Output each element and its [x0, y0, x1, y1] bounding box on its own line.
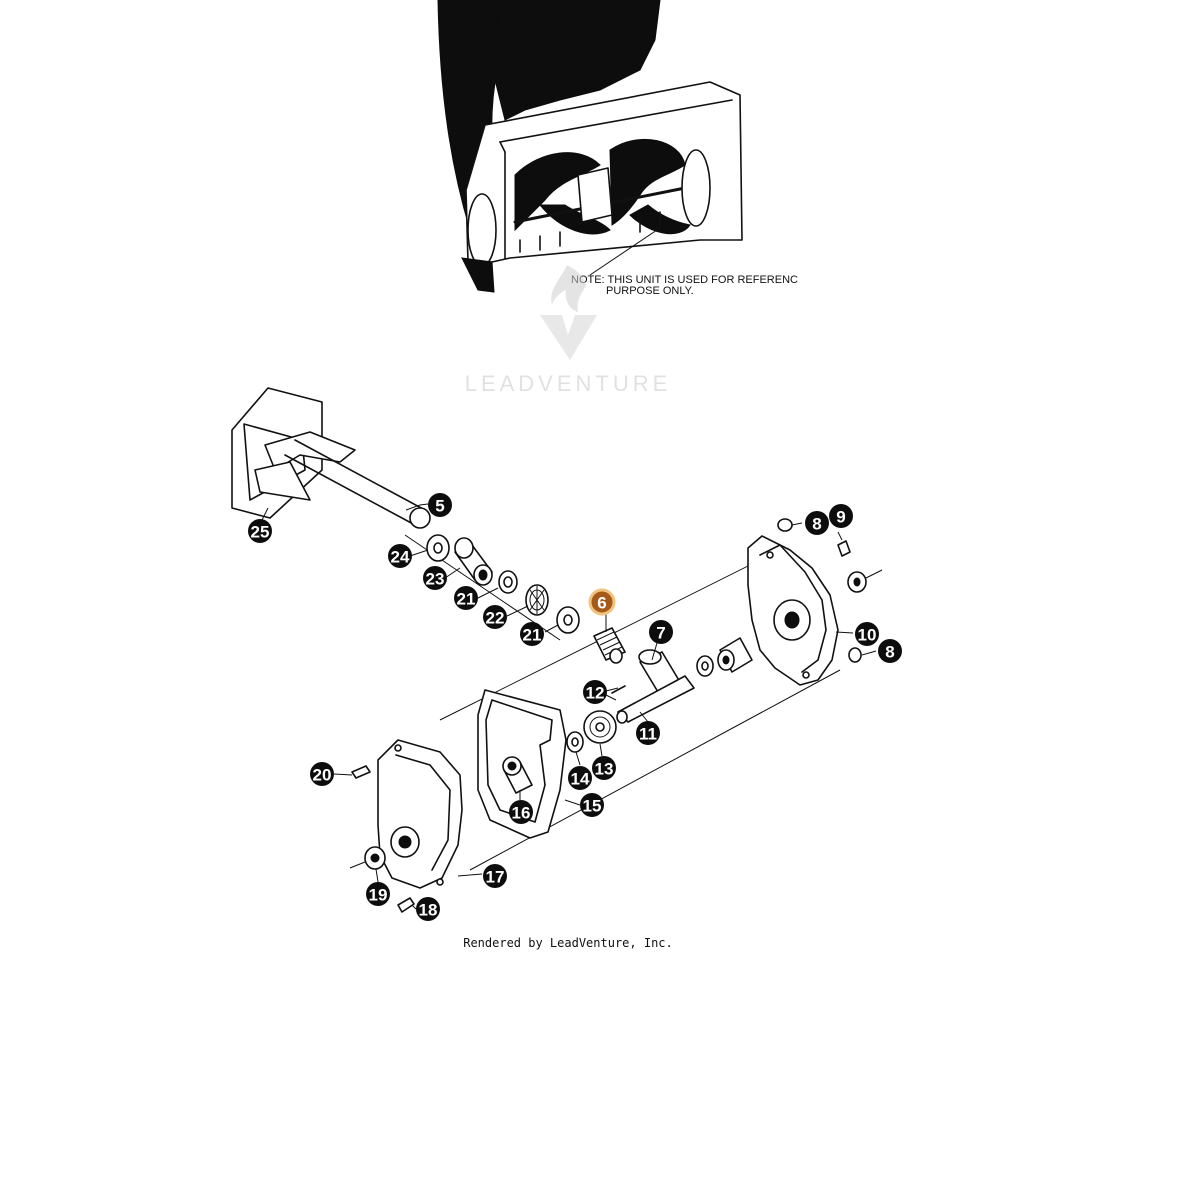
- exploded-gearbox-view: [231, 387, 883, 913]
- callout-part-9[interactable]: 9: [829, 504, 853, 528]
- callout-part-18[interactable]: 18: [416, 897, 440, 921]
- callout-bubble: [428, 493, 452, 517]
- callout-part-7[interactable]: 7: [649, 620, 673, 644]
- callout-part-6[interactable]: 6: [588, 588, 616, 616]
- callout-part-24[interactable]: 24: [388, 544, 412, 568]
- callout-label: 16: [512, 804, 531, 823]
- part-8-nut-top: [777, 518, 793, 532]
- reference-note-line1: NOTE: THIS UNIT IS USED FOR REFERENC: [571, 274, 798, 286]
- callout-label: 9: [836, 508, 845, 527]
- callout-bubble: [855, 622, 879, 646]
- callout-part-22[interactable]: 22: [483, 605, 507, 629]
- callout-bubble: [416, 897, 440, 921]
- leadventure-watermark: LEADVENTURE: [465, 265, 672, 396]
- callout-label: 12: [586, 684, 605, 703]
- callout-part-11[interactable]: 11: [636, 721, 660, 745]
- callout-bubble: [248, 519, 272, 543]
- callout-label: 21: [457, 590, 476, 609]
- callout-bubble: [483, 605, 507, 629]
- callout-part-19[interactable]: 19: [366, 882, 390, 906]
- callout-label: 8: [885, 643, 894, 662]
- part-17-gear-housing-left: [377, 739, 463, 889]
- callout-bubble: [366, 882, 390, 906]
- callout-label: 19: [369, 886, 388, 905]
- part-8-nut-bottom: [848, 647, 862, 663]
- callout-label: 15: [583, 797, 602, 816]
- rendered-by-footer: Rendered by LeadVenture, Inc.: [463, 936, 673, 950]
- part-9-screw: [837, 540, 851, 557]
- callout-label: 22: [486, 609, 505, 628]
- callout-label: 21: [523, 626, 542, 645]
- flame-logo-icon: [551, 265, 586, 312]
- callout-part-14[interactable]: 14: [568, 766, 592, 790]
- part-13-spur-gear: [583, 710, 617, 744]
- callout-label: 5: [435, 497, 444, 516]
- callout-bubble: [829, 504, 853, 528]
- callout-bubble: [583, 680, 607, 704]
- callout-label: 14: [571, 770, 590, 789]
- callout-label: 20: [313, 766, 332, 785]
- callout-label: 17: [486, 868, 505, 887]
- callout-bubble: [568, 766, 592, 790]
- callout-bubble: [310, 762, 334, 786]
- callout-bubble: [649, 620, 673, 644]
- reference-note-line2: PURPOSE ONLY.: [606, 285, 694, 297]
- callout-label: 18: [419, 901, 438, 920]
- callout-label: 13: [595, 760, 614, 779]
- callout-label: 10: [858, 626, 877, 645]
- part-6-worm-gear: [593, 627, 626, 664]
- callout-bubble: [878, 639, 902, 663]
- callout-bubble: [805, 511, 829, 535]
- callout-part-12[interactable]: 12: [583, 680, 607, 704]
- callout-bubble: [423, 566, 447, 590]
- callout-bubble: [388, 544, 412, 568]
- watermark-text: LEADVENTURE: [465, 371, 672, 396]
- callout-bubble: [509, 800, 533, 824]
- v-logo-icon: [540, 315, 597, 360]
- callout-part-15[interactable]: 15: [580, 793, 604, 817]
- callout-part-25[interactable]: 25: [248, 519, 272, 543]
- callout-bubble: [580, 793, 604, 817]
- callout-label: 7: [656, 624, 665, 643]
- callout-part-20[interactable]: 20: [310, 762, 334, 786]
- callout-part-10[interactable]: 10: [855, 622, 879, 646]
- callout-label: 11: [639, 725, 657, 744]
- callout-part-21[interactable]: 21: [454, 586, 478, 610]
- callout-bubble: [483, 864, 507, 888]
- callout-bubble: [588, 588, 616, 616]
- callout-part-16[interactable]: 16: [509, 800, 533, 824]
- callout-bubble: [636, 721, 660, 745]
- callout-part-21[interactable]: 21: [520, 622, 544, 646]
- callout-part-5[interactable]: 5: [428, 493, 452, 517]
- part-18-screw: [397, 897, 415, 913]
- callout-label: 24: [391, 548, 410, 567]
- callout-part-23[interactable]: 23: [423, 566, 447, 590]
- callout-bubble: [520, 622, 544, 646]
- part-20-screw: [351, 765, 371, 779]
- snowthrower-reference-illustration: [437, 0, 743, 293]
- callout-bubble: [454, 586, 478, 610]
- callout-label: 8: [812, 515, 821, 534]
- part-15-gasket: [477, 689, 567, 839]
- callout-part-8[interactable]: 8: [878, 639, 902, 663]
- callout-part-17[interactable]: 17: [483, 864, 507, 888]
- callout-part-8[interactable]: 8: [805, 511, 829, 535]
- callout-label: 6: [597, 594, 606, 613]
- callout-bubble: [592, 756, 616, 780]
- part-25-impeller-housing: [231, 387, 431, 529]
- callout-part-13[interactable]: 13: [592, 756, 616, 780]
- part-10-gear-housing-right: [747, 535, 839, 686]
- callout-label: 23: [426, 570, 445, 589]
- callout-label: 25: [251, 523, 270, 542]
